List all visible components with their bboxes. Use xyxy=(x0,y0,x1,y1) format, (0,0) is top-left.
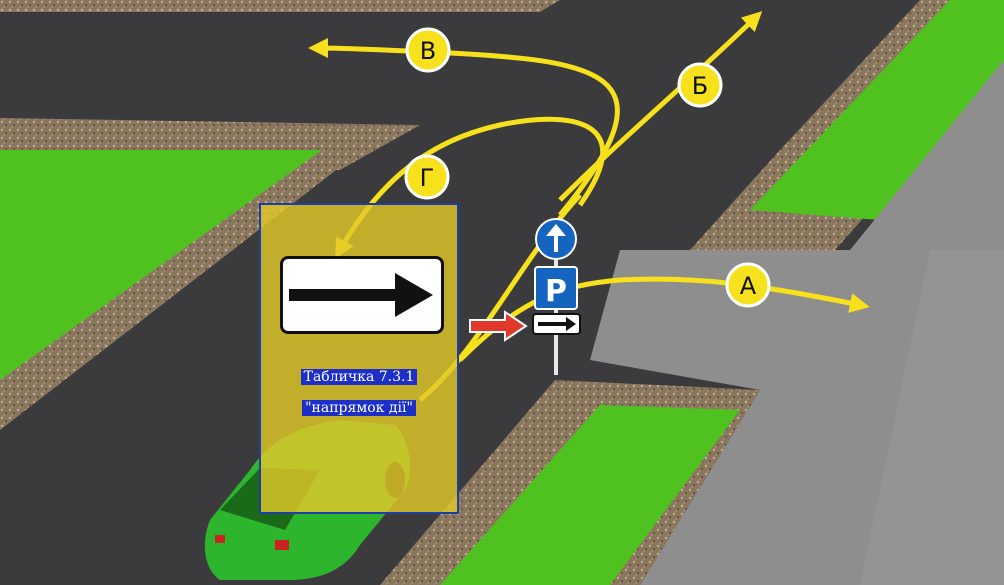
info-panel: Табличка 7.3.1 "напрямок дії" xyxy=(259,203,459,514)
grass-right-top xyxy=(750,0,1004,220)
red-pointer-arrow-icon xyxy=(469,310,528,342)
gravel-top xyxy=(0,0,560,12)
panel-caption-line2: "напрямок дії" xyxy=(261,400,457,416)
right-arrow-icon xyxy=(289,273,433,317)
route-label-a: А xyxy=(740,272,757,300)
pavement-shade xyxy=(860,250,1004,585)
route-marker-a: А xyxy=(725,262,771,308)
route-label-v: В xyxy=(420,37,436,65)
route-label-b: Б xyxy=(692,72,708,100)
route-marker-g: Г xyxy=(404,154,450,200)
panel-caption-line1: Табличка 7.3.1 xyxy=(261,369,457,385)
route-label-g: Г xyxy=(420,164,435,192)
direction-plate-sign xyxy=(280,256,444,334)
parking-sign: P xyxy=(534,266,578,310)
route-line-v xyxy=(308,38,620,217)
parking-sign-letter: P xyxy=(545,274,567,309)
straight-arrow-icon xyxy=(535,218,577,260)
route-marker-b: Б xyxy=(677,62,723,108)
grass-bottom xyxy=(440,405,740,585)
route-line-g xyxy=(335,116,606,259)
route-line-b xyxy=(558,11,763,202)
route-line-a xyxy=(458,276,870,362)
route-marker-v: В xyxy=(405,27,451,73)
right-arrow-plate-icon xyxy=(532,313,581,335)
